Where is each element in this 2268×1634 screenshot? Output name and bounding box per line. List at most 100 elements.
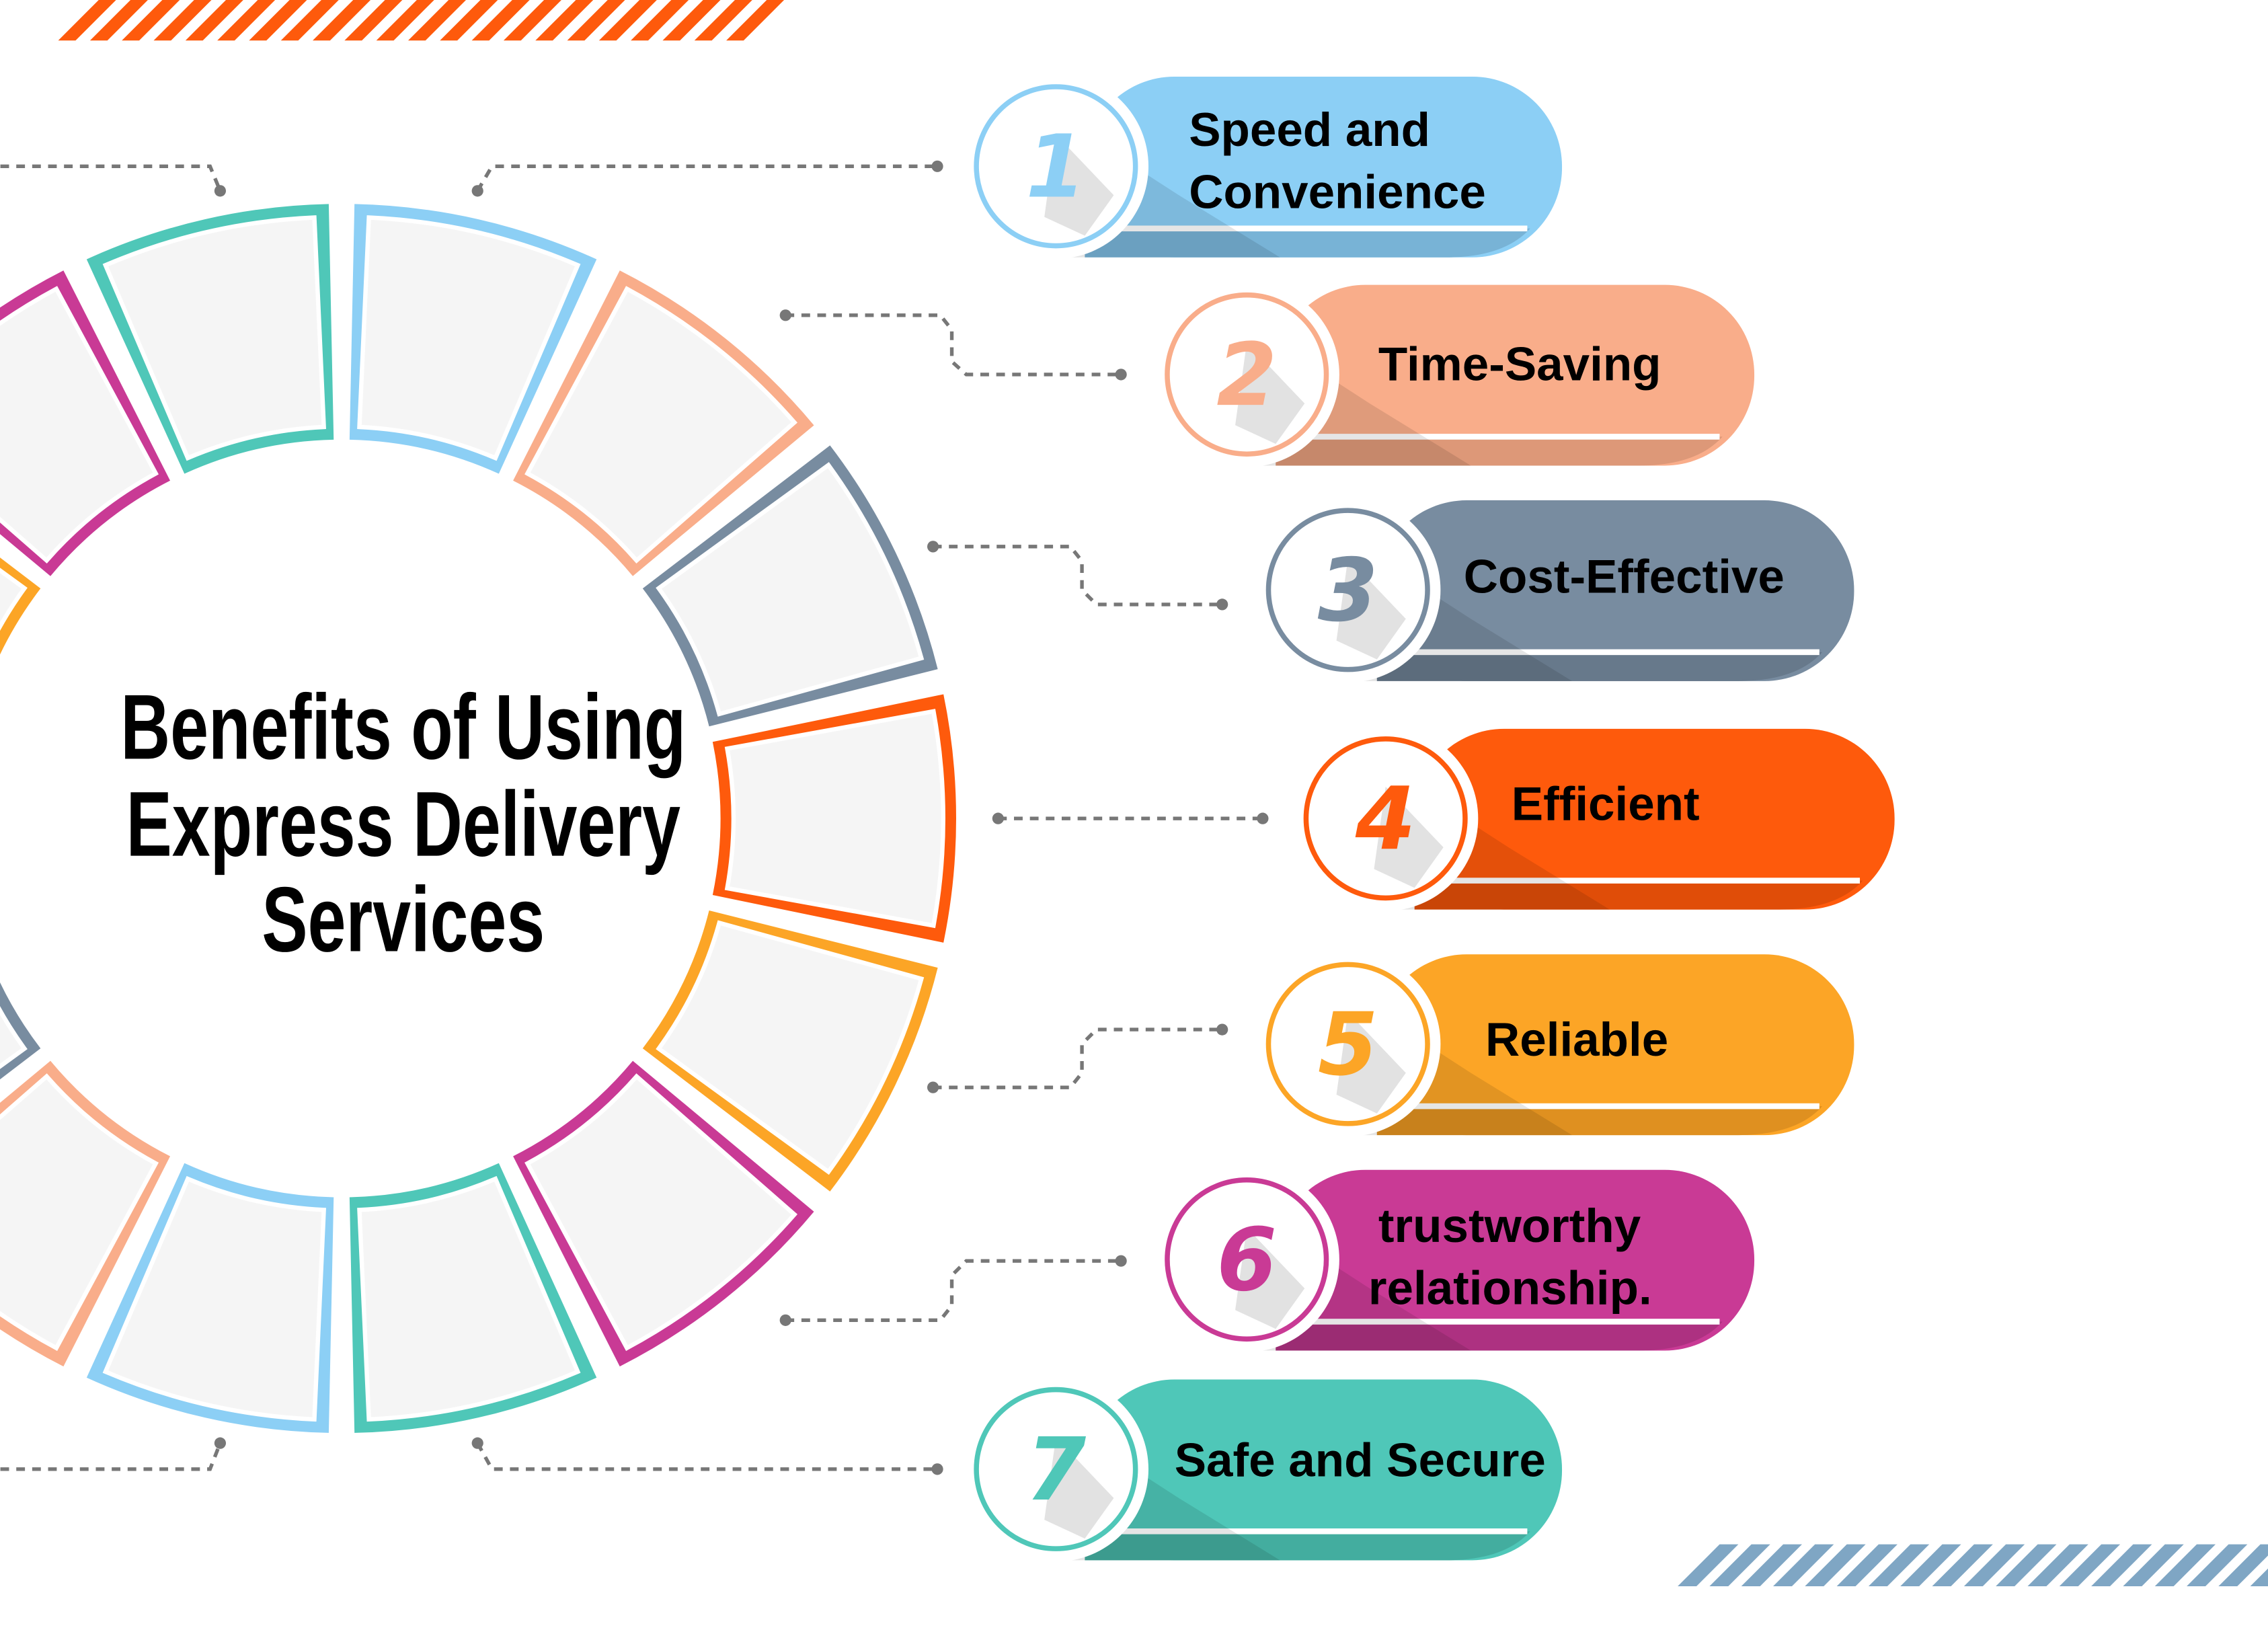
title-line-2: Express Delivery <box>126 772 680 876</box>
stripe-bottom <box>1678 1544 1739 1587</box>
benefit-item-2: 2 Time-Saving <box>1154 282 1755 467</box>
segmented-ring <box>0 204 956 1433</box>
pill-bottom-band <box>1376 652 1823 681</box>
number-shadow <box>1235 1227 1305 1329</box>
stripe-top <box>217 0 276 41</box>
stripe-top <box>313 0 371 41</box>
connector-dot <box>1216 1023 1228 1036</box>
benefit-pill <box>1085 76 1563 258</box>
number-label: 2 <box>1216 325 1277 426</box>
stripe-bottom <box>2123 1544 2184 1587</box>
stripe-bottom <box>2154 1544 2216 1587</box>
stripe-top <box>694 0 752 41</box>
ring-segment-tile <box>102 1175 326 1422</box>
connector-line <box>933 545 1222 607</box>
connector-dot <box>1115 1255 1127 1267</box>
connector-dot <box>931 160 943 172</box>
stripe-bottom <box>1900 1544 1961 1587</box>
stripe-bottom <box>1741 1544 1803 1587</box>
stripe-top <box>567 0 625 41</box>
benefit-label: Safe and Secure <box>1175 1434 1546 1487</box>
benefit-pill <box>1376 500 1854 681</box>
stripe-bottom <box>1772 1544 1834 1587</box>
ring-segment-tile <box>0 1073 159 1352</box>
pill-highlight-line <box>1414 878 1861 884</box>
benefit-label: Time-Saving <box>1378 338 1661 391</box>
number-shadow <box>1336 1012 1406 1114</box>
connector-dot <box>779 309 791 321</box>
ring-segment-tile <box>0 568 28 631</box>
ring-segment-tile <box>656 920 925 1175</box>
connector-line <box>0 1442 222 1471</box>
stripe-top <box>407 0 466 41</box>
number-label: 5 <box>1318 995 1378 1095</box>
pill-highlight-line <box>1276 434 1720 440</box>
stripe-top <box>89 0 148 41</box>
pill-highlight-line <box>1085 225 1528 232</box>
connector-dot <box>214 185 227 197</box>
connector-line <box>785 313 1122 377</box>
stripe-top <box>185 0 243 41</box>
benefit-label: Efficient <box>1512 777 1700 830</box>
benefit-pill <box>1085 1379 1563 1561</box>
stripe-top <box>376 0 434 41</box>
ring-segment-tile <box>0 1005 28 1069</box>
number-shadow <box>1235 342 1305 444</box>
connector-dot <box>927 1081 939 1093</box>
connector-dot <box>931 1463 943 1475</box>
title-line-1: Benefits of Using <box>120 675 686 779</box>
stripe-top <box>280 0 339 41</box>
stripe-top <box>58 0 116 41</box>
benefit-pill <box>1414 728 1895 910</box>
pill-highlight-line <box>1376 649 1820 656</box>
connector-dot <box>1115 368 1127 381</box>
ring-segment-tile <box>656 462 925 717</box>
connector-dot <box>927 541 939 553</box>
benefit-pill <box>1276 1169 1755 1351</box>
stripe-top <box>344 0 403 41</box>
connector-line <box>475 1442 938 1471</box>
benefit-label: trustworthy <box>1378 1200 1641 1253</box>
connector-line <box>0 164 222 192</box>
connector-line <box>475 164 938 192</box>
connector-line <box>785 1259 1122 1323</box>
dashed-connectors <box>0 160 1269 1475</box>
stripe-bottom <box>2027 1544 2088 1587</box>
connector-dot <box>214 1437 227 1449</box>
pill-bottom-band <box>1276 436 1723 466</box>
number-label: 1 <box>1025 116 1086 217</box>
number-label: 3 <box>1318 541 1378 641</box>
stripe-bottom <box>2091 1544 2152 1587</box>
stripe-top <box>726 0 785 41</box>
benefit-pill <box>1276 284 1755 466</box>
ring-segment-tile <box>724 709 945 929</box>
stripe-bottom <box>2250 1568 2268 1587</box>
stripe-bottom <box>2187 1544 2248 1587</box>
number-label: 6 <box>1216 1210 1277 1311</box>
connector-dot <box>779 1314 791 1326</box>
stripe-top <box>471 0 530 41</box>
ring-segment-tile <box>357 215 581 461</box>
stripe-bottom <box>1805 1544 1866 1587</box>
stripe-bottom <box>1963 1544 2025 1587</box>
ring-segment-tile <box>102 215 326 461</box>
connector-dot <box>992 812 1004 824</box>
pill-bottom-band <box>1085 228 1530 258</box>
connector-dot <box>471 185 483 197</box>
stripe-bottom <box>1709 1544 1770 1587</box>
stripe-top <box>662 0 721 41</box>
central-title: Benefits of Using Express Delivery Servi… <box>120 675 686 971</box>
pill-bottom-band <box>1276 1321 1723 1351</box>
pill-highlight-line <box>1276 1319 1720 1325</box>
connector-dot <box>471 1437 483 1449</box>
stripe-top <box>503 0 561 41</box>
ring-segment-tile <box>524 1073 798 1352</box>
stripe-top <box>535 0 594 41</box>
